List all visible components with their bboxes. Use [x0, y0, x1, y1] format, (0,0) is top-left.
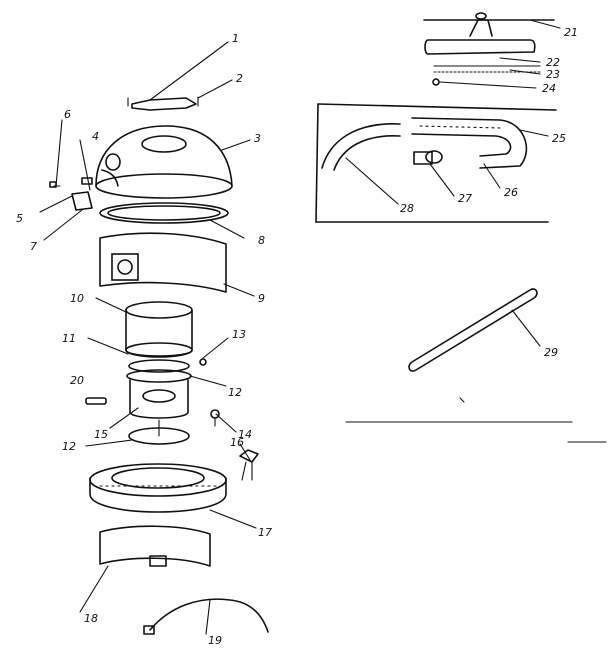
callout-27: 27	[458, 192, 472, 205]
power-cord-icon	[143, 598, 269, 635]
clip-icon	[239, 449, 259, 481]
callout-8: 8	[258, 234, 265, 247]
callout-4: 4	[92, 130, 99, 143]
screw-icon	[199, 358, 220, 427]
callout-12-lower: 12	[62, 440, 76, 453]
carry-handle-icon	[127, 96, 199, 111]
filter-band-icon	[99, 232, 227, 293]
drum-tank-icon	[89, 463, 227, 513]
section-dividers	[345, 397, 607, 443]
callout-29: 29	[544, 346, 558, 359]
callout-12-upper: 12	[228, 386, 242, 399]
flex-hose-icon	[315, 103, 557, 223]
pin-icon	[85, 397, 107, 405]
extension-wand-icon	[408, 288, 538, 372]
callout-2: 2	[236, 72, 243, 85]
floor-nozzle-icon	[423, 12, 555, 86]
callout-18: 18	[84, 612, 98, 625]
callout-labels: 1 2 3 4 5 6 7 8 9 10 11 12 12 13 14 15 1…	[16, 26, 578, 647]
base-band-icon	[99, 525, 211, 567]
callout-21: 21	[564, 26, 578, 39]
callout-11: 11	[62, 332, 76, 345]
switch-parts-icon	[49, 177, 93, 211]
callout-25: 25	[552, 132, 566, 145]
callout-9: 9	[258, 292, 265, 305]
callout-28: 28	[400, 202, 414, 215]
callout-17: 17	[258, 526, 272, 539]
callout-26: 26	[504, 186, 518, 199]
callout-16: 16	[230, 436, 244, 449]
callout-23: 23	[546, 68, 560, 81]
callout-14: 14	[238, 428, 252, 441]
callout-24: 24	[542, 82, 556, 95]
callout-22: 22	[546, 56, 560, 69]
motor-lid-icon	[95, 125, 233, 199]
callout-1: 1	[232, 32, 239, 45]
callout-13: 13	[232, 328, 246, 341]
callout-6: 6	[64, 108, 71, 121]
callout-7: 7	[30, 240, 37, 253]
callout-5: 5	[16, 212, 23, 225]
callout-20: 20	[70, 374, 84, 387]
leader-lines	[39, 19, 561, 635]
callout-19: 19	[208, 634, 222, 647]
callout-3: 3	[254, 132, 261, 145]
filter-stack-icon	[125, 301, 193, 445]
callout-10: 10	[70, 292, 84, 305]
gasket-ring-icon	[99, 202, 229, 224]
callout-15: 15	[94, 428, 108, 441]
